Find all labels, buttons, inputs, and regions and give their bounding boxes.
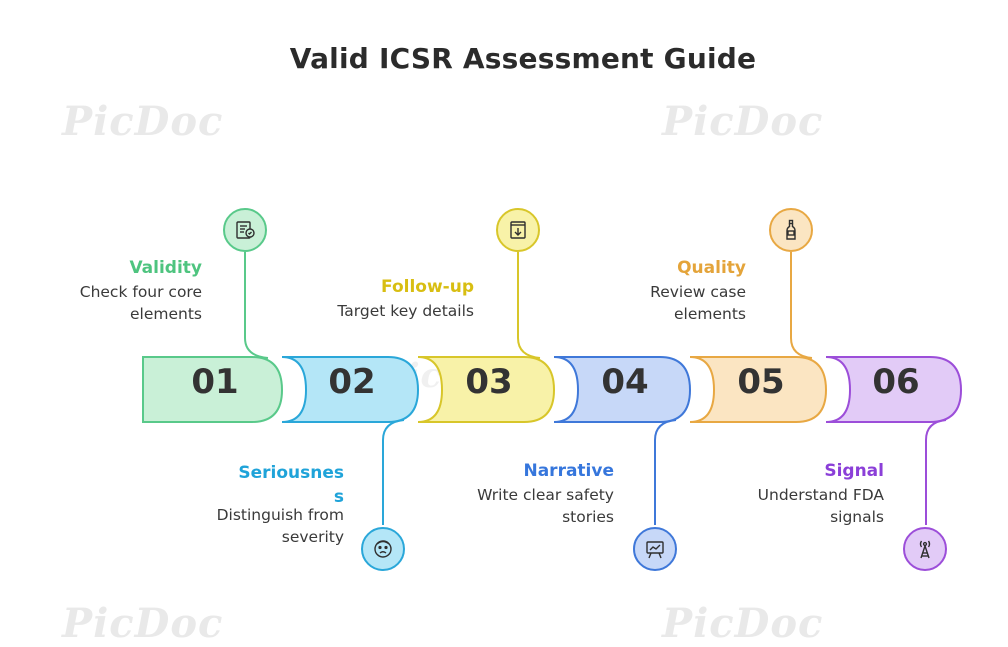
step-number: 05 [737,362,785,402]
step-02-connector [382,419,405,525]
step-04-segment [553,356,692,423]
step-03-segment [417,356,556,423]
checklist-icon [236,221,255,239]
step-label: Follow-up [381,277,474,297]
step-label: Narrative [523,461,614,481]
step-04-connector [654,419,677,525]
step-number: 03 [465,362,513,402]
step-number: 01 [191,362,239,402]
step-06-icon-badge [903,527,947,571]
step-number: 04 [601,362,649,402]
process-diagram [142,252,963,525]
step-label: Validity [129,258,202,278]
bottle-icon [786,219,796,240]
step-03-icon-badge [496,208,540,252]
presentation-board-icon [646,541,664,559]
step-05-segment [689,356,828,423]
step-01-connector [244,252,269,359]
step-label: Quality [677,258,746,278]
watermark: PicDoc [662,98,824,145]
step-04-icon-badge [633,527,677,571]
step-description: Target key details [337,302,474,320]
antenna-icon [919,540,931,559]
page-title: Valid ICSR Assessment Guide [289,42,757,75]
watermark: PicDoc [62,98,224,145]
step-02-segment [281,356,420,423]
step-01-icon-badge [223,208,267,252]
step-01-segment [142,356,284,423]
step-02-icon-badge [361,527,405,571]
download-icon [510,221,526,239]
step-number: 06 [872,362,920,402]
step-05-connector [790,252,813,359]
face-icon [374,540,392,558]
step-03-connector [517,252,541,359]
step-06-connector [925,419,947,525]
step-number: 02 [328,362,376,402]
step-05-icon-badge [769,208,813,252]
step-label: Signal [824,461,884,481]
step-06-segment [825,356,963,423]
